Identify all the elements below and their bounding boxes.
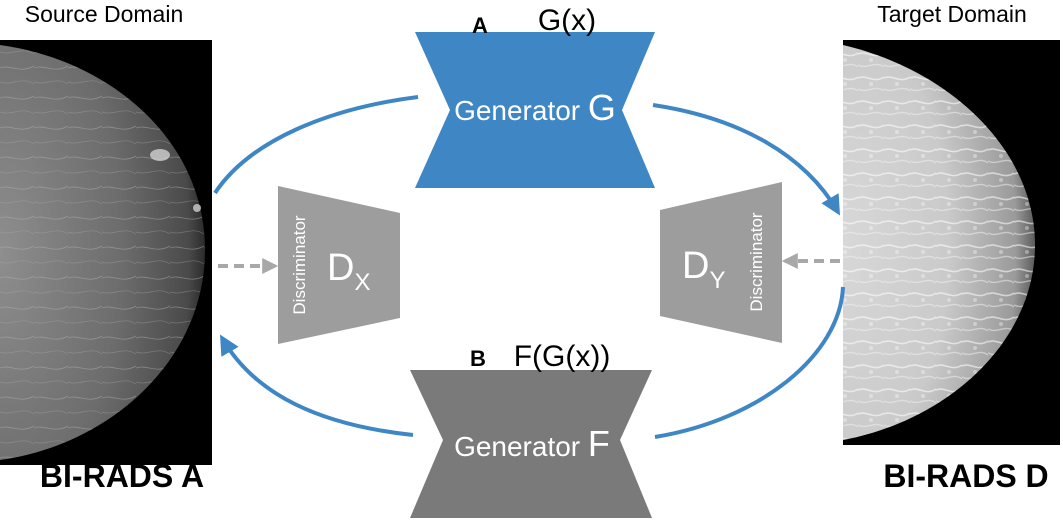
source-mammogram-image xyxy=(0,40,212,465)
generator-g-block: Generator G xyxy=(415,32,655,188)
generator-f-block: Generator F xyxy=(410,370,652,518)
cycle-arrow-generator-f-to-source xyxy=(219,334,414,437)
discriminator-x-block: Discriminator DX xyxy=(278,186,400,344)
panel-letter-b: B xyxy=(470,346,486,371)
source-domain-label: Source Domain xyxy=(25,1,184,27)
cycle-arrow-source-to-generator-g xyxy=(213,95,419,195)
discriminator-y-block: Discriminator DY xyxy=(660,182,782,343)
generator-g-output-label: G(x) xyxy=(538,4,596,37)
generator-f-label: Generator F xyxy=(454,423,610,464)
discriminator-x-symbol: DX xyxy=(327,247,370,296)
cycle-arrow-generator-g-to-target xyxy=(652,103,841,216)
discriminator-x-title: Discriminator xyxy=(290,215,309,315)
cycle-arrow-target-to-generator-f xyxy=(654,286,845,439)
source-class-label: BI-RADS A xyxy=(40,458,204,494)
generator-f-output-label: F(G(x)) xyxy=(514,340,611,373)
discriminator-y-symbol: DY xyxy=(682,245,725,294)
target-mammogram-image xyxy=(843,40,1060,445)
discriminator-y-title: Discriminator xyxy=(747,212,766,312)
target-class-label: BI-RADS D xyxy=(883,458,1048,494)
generator-g-label: Generator G xyxy=(454,87,616,128)
panel-letter-a: A xyxy=(472,13,488,38)
target-domain-label: Target Domain xyxy=(877,1,1027,27)
